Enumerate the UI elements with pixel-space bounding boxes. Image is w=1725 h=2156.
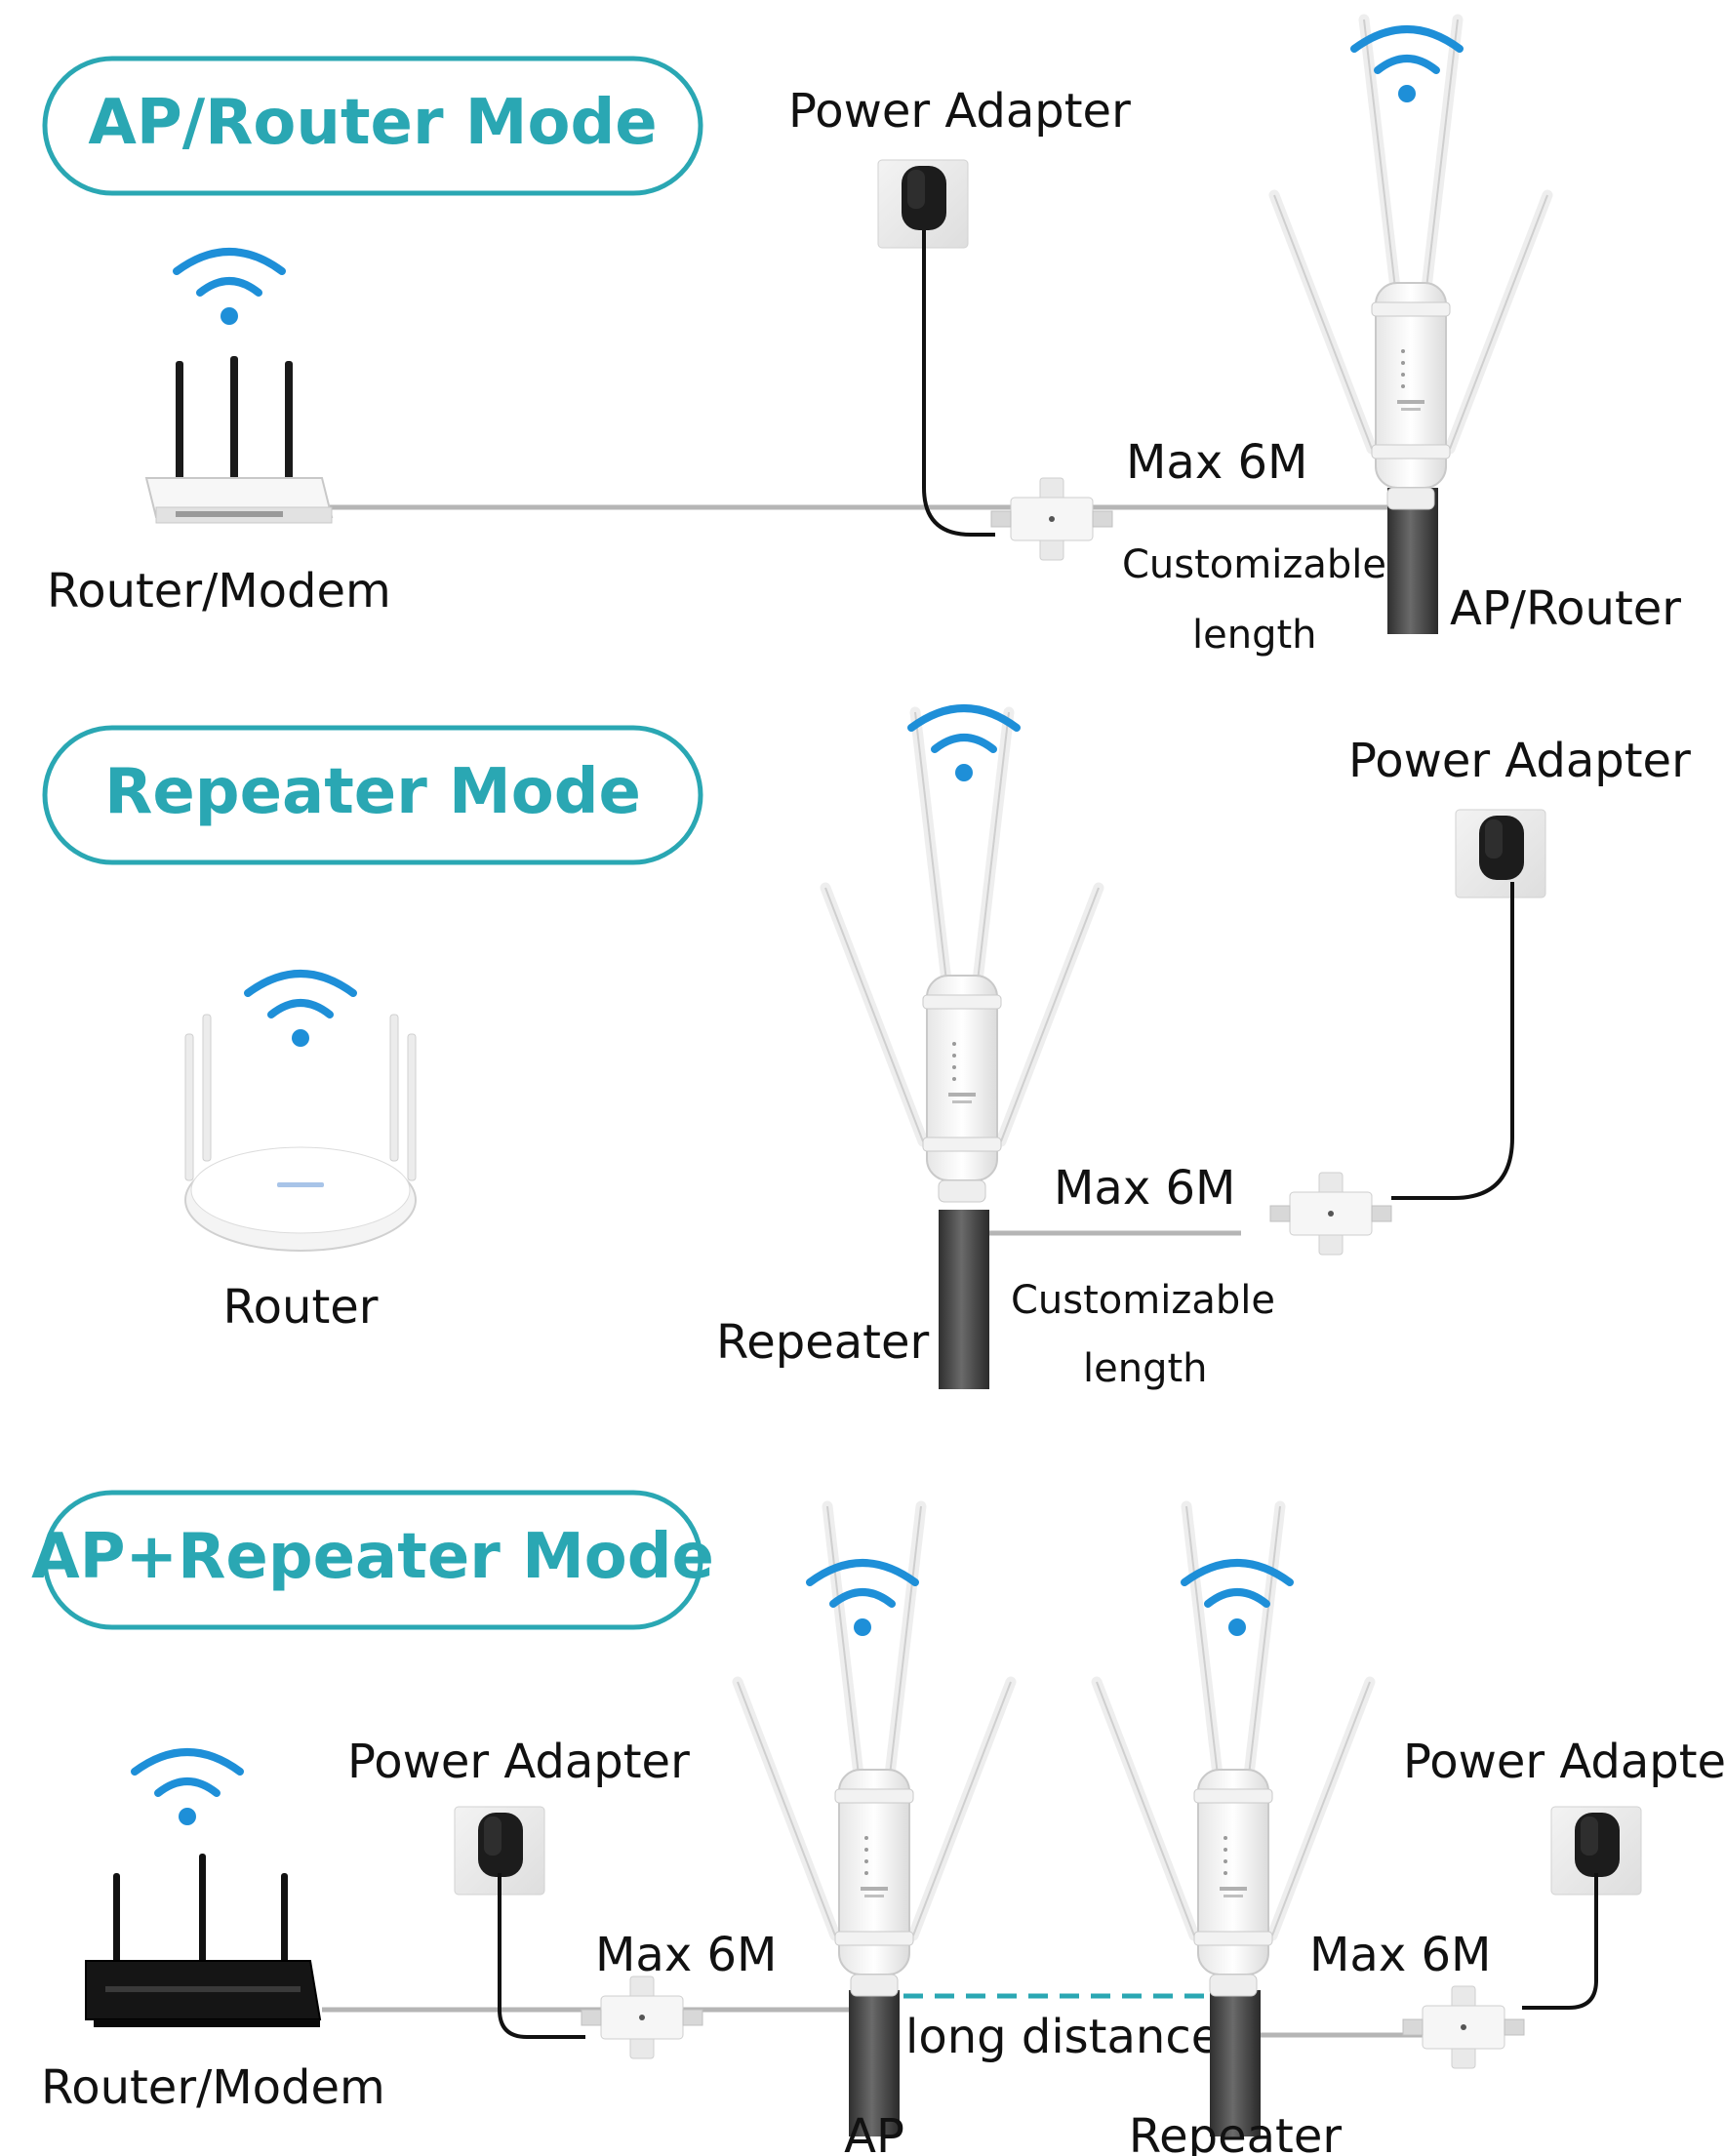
poe-injector-icon [581, 1976, 703, 2059]
section-ap-router: AP/Router Mode Router/Modem Power Adapte… [42, 20, 1681, 658]
label-power-adapter: Power Adapter [788, 84, 1131, 139]
section-repeater: Repeater Mode Router Repeater Max 6M Cus… [42, 708, 1691, 1391]
wifi-icon [177, 252, 282, 325]
power-cable [922, 230, 995, 537]
mode-pill-repeater [42, 725, 703, 865]
router-icon [145, 355, 333, 524]
label-router-modem: Router/Modem [41, 2060, 385, 2115]
outdoor-ap-icon [1097, 1506, 1370, 1996]
label-length: length [1083, 1346, 1208, 1391]
router-icon [85, 1853, 321, 2028]
poe-injector-icon [1402, 1985, 1525, 2069]
mode-pill-ap-router [42, 56, 703, 196]
wifi-icon [810, 1563, 915, 1636]
power-cable [1522, 1873, 1598, 2010]
power-cable [1391, 882, 1514, 1200]
label-customizable: Customizable [1122, 542, 1386, 587]
label-long-distance: long distance [905, 2010, 1220, 2064]
outdoor-ap-icon [825, 712, 1099, 1202]
power-cable [498, 1873, 585, 2039]
label-power-adapter-right: Power Adapte [1403, 1735, 1725, 1789]
router-icon [184, 1014, 417, 1252]
label-max-length: Max 6M [1054, 1161, 1235, 1216]
wifi-icon [248, 974, 353, 1047]
label-router-modem: Router/Modem [47, 564, 391, 619]
label-customizable: Customizable [1011, 1278, 1275, 1323]
label-ap: AP [844, 2109, 904, 2156]
mounting-pole-extension [939, 1210, 989, 1389]
label-max-length-left: Max 6M [595, 1928, 777, 1982]
title-repeater: Repeater Mode [104, 756, 641, 828]
label-max-length-right: Max 6M [1309, 1928, 1491, 1982]
label-ap-router: AP/Router [1450, 581, 1681, 636]
title-ap-router: AP/Router Mode [88, 87, 657, 159]
wifi-icon [135, 1752, 240, 1825]
mode-pill-ap-repeater [42, 1490, 703, 1630]
outdoor-ap-icon [738, 1506, 1011, 1996]
poe-injector-icon [990, 477, 1113, 561]
label-power-adapter-left: Power Adapter [347, 1735, 690, 1789]
label-max-length: Max 6M [1126, 435, 1307, 490]
section-ap-repeater: AP+Repeater Mode Router/Modem Power Adap… [31, 1490, 1725, 2156]
label-router: Router [222, 1280, 378, 1335]
title-ap-repeater: AP+Repeater Mode [31, 1521, 714, 1593]
power-adapter-icon [1455, 809, 1546, 898]
poe-injector-icon [1269, 1172, 1392, 1256]
label-repeater: Repeater [1129, 2109, 1342, 2156]
label-repeater: Repeater [716, 1315, 929, 1370]
label-power-adapter: Power Adapter [1348, 734, 1691, 788]
label-length: length [1192, 613, 1317, 658]
